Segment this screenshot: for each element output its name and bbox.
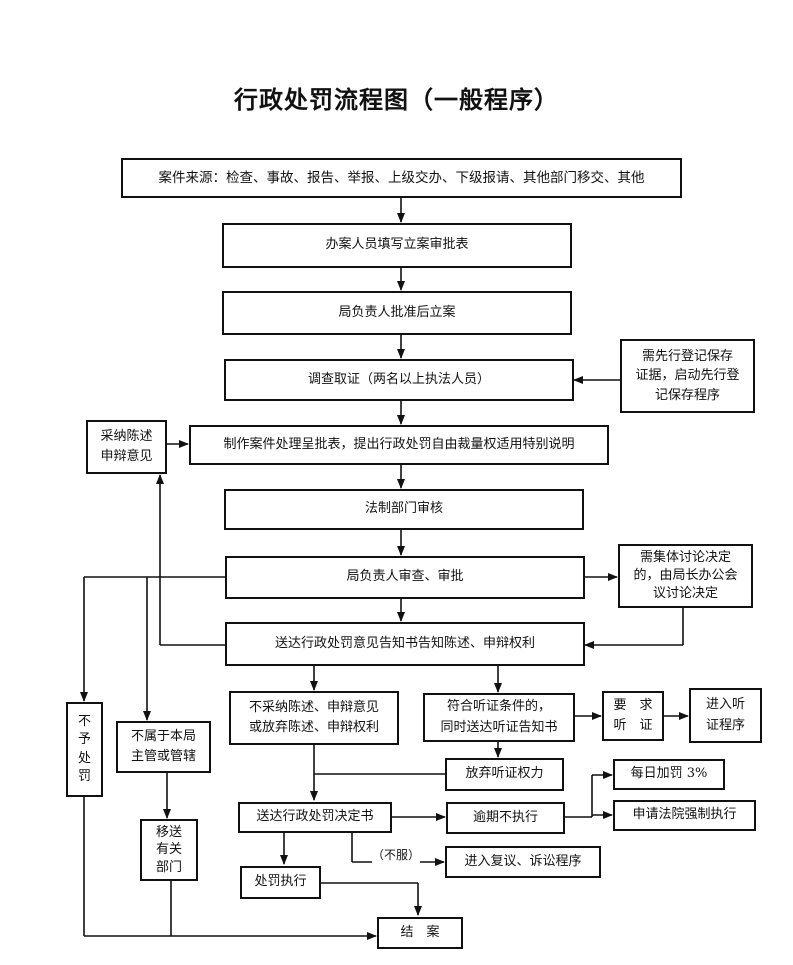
waive-hearing-box: 放弃听证权力 [445, 758, 564, 791]
transfer-line: 移送 [155, 824, 182, 840]
investigation-box: 调查取证（两名以上执法人员） [224, 359, 574, 401]
enter-hearing-box: 进入听 证程序 [689, 688, 762, 743]
reject-opinion-box: 不采纳陈述、申辩意见 或放弃陈述、申辩权利 [229, 691, 399, 745]
case-report-box: 制作案件处理呈批表，提出行政处罚自由裁量权适用特别说明 [189, 425, 609, 465]
overdue-box: 逾期不执行 [446, 802, 565, 834]
case-source-box: 案件来源：检查、事故、报告、举报、上级交办、下级报请、其他部门移交、其他 [121, 158, 682, 198]
no-penalty-box: 不 予 处 罚 [66, 702, 103, 797]
transfer-line: 部门 [155, 859, 182, 875]
approve-filing-box: 局负责人批准后立案 [222, 291, 572, 335]
no-penalty-char: 处 [77, 750, 91, 766]
preserve-line: 证据，启动先行登 [635, 368, 740, 384]
enter-hearing-line: 证程序 [705, 717, 745, 733]
no-penalty-char: 不 [77, 714, 91, 730]
fill-approval-form-box: 办案人员填写立案审批表 [222, 223, 572, 268]
request-hearing-line: 要 求 [613, 697, 653, 713]
preserve-line: 记保存程序 [654, 387, 720, 403]
transfer-box: 移送 有关 部门 [140, 819, 198, 881]
not-accept-label: （不服） [372, 846, 421, 863]
court-enforcement-box: 申请法院强制执行 [613, 800, 756, 831]
jurisdiction-line: 主管或管辖 [130, 749, 196, 764]
request-hearing-line: 听 证 [613, 718, 653, 733]
hearing-eligible-line: 同时送达听证告知书 [440, 719, 558, 735]
adopt-opinion-box: 采纳陈述 申辩意见 [86, 420, 167, 474]
execute-penalty-box: 处罚执行 [240, 866, 321, 899]
enter-hearing-line: 进入听 [705, 697, 745, 713]
hearing-eligible-box: 符合听证条件的， 同时送达听证告知书 [423, 693, 575, 742]
leader-review-box: 局负责人审查、审批 [225, 556, 585, 599]
adopt-line: 申辩意见 [100, 449, 153, 464]
evidence-preservation-box: 需先行登记保存 证据，启动先行登 记保存程序 [620, 339, 755, 413]
preserve-line: 需先行登记保存 [641, 348, 733, 364]
notify-rights-box: 送达行政处罚意见告知书告知陈述、申辩权利 [225, 622, 585, 666]
case-closed-box: 结 案 [377, 917, 463, 949]
transfer-line: 有关 [155, 842, 182, 858]
reject-line: 不采纳陈述、申辩意见 [248, 699, 379, 715]
request-hearing-box: 要 求 听 证 [602, 691, 664, 741]
page-title: 行政处罚流程图（一般程序） [234, 85, 559, 114]
not-jurisdiction-box: 不属于本局 主管或管辖 [116, 721, 211, 773]
reject-line: 或放弃陈述、申辩权利 [248, 720, 379, 735]
daily-penalty-box: 每日加罚 3% [613, 759, 725, 790]
legal-review-box: 法制部门审核 [224, 489, 584, 530]
jurisdiction-line: 不属于本局 [130, 728, 196, 744]
hearing-eligible-line: 符合听证条件的， [446, 699, 551, 715]
collective-line: 议讨论决定 [652, 586, 718, 602]
adopt-line: 采纳陈述 [100, 428, 153, 444]
no-penalty-char: 予 [77, 732, 91, 748]
no-penalty-char: 罚 [77, 768, 91, 784]
appeal-box: 进入复议、诉讼程序 [445, 846, 601, 878]
collective-line: 需集体讨论决定 [639, 549, 731, 565]
collective-line: 的，由局长办公会 [633, 567, 738, 583]
collective-decision-box: 需集体讨论决定 的，由局长办公会 议讨论决定 [618, 544, 753, 608]
decision-delivery-box: 送达行政处罚决定书 [238, 802, 392, 833]
